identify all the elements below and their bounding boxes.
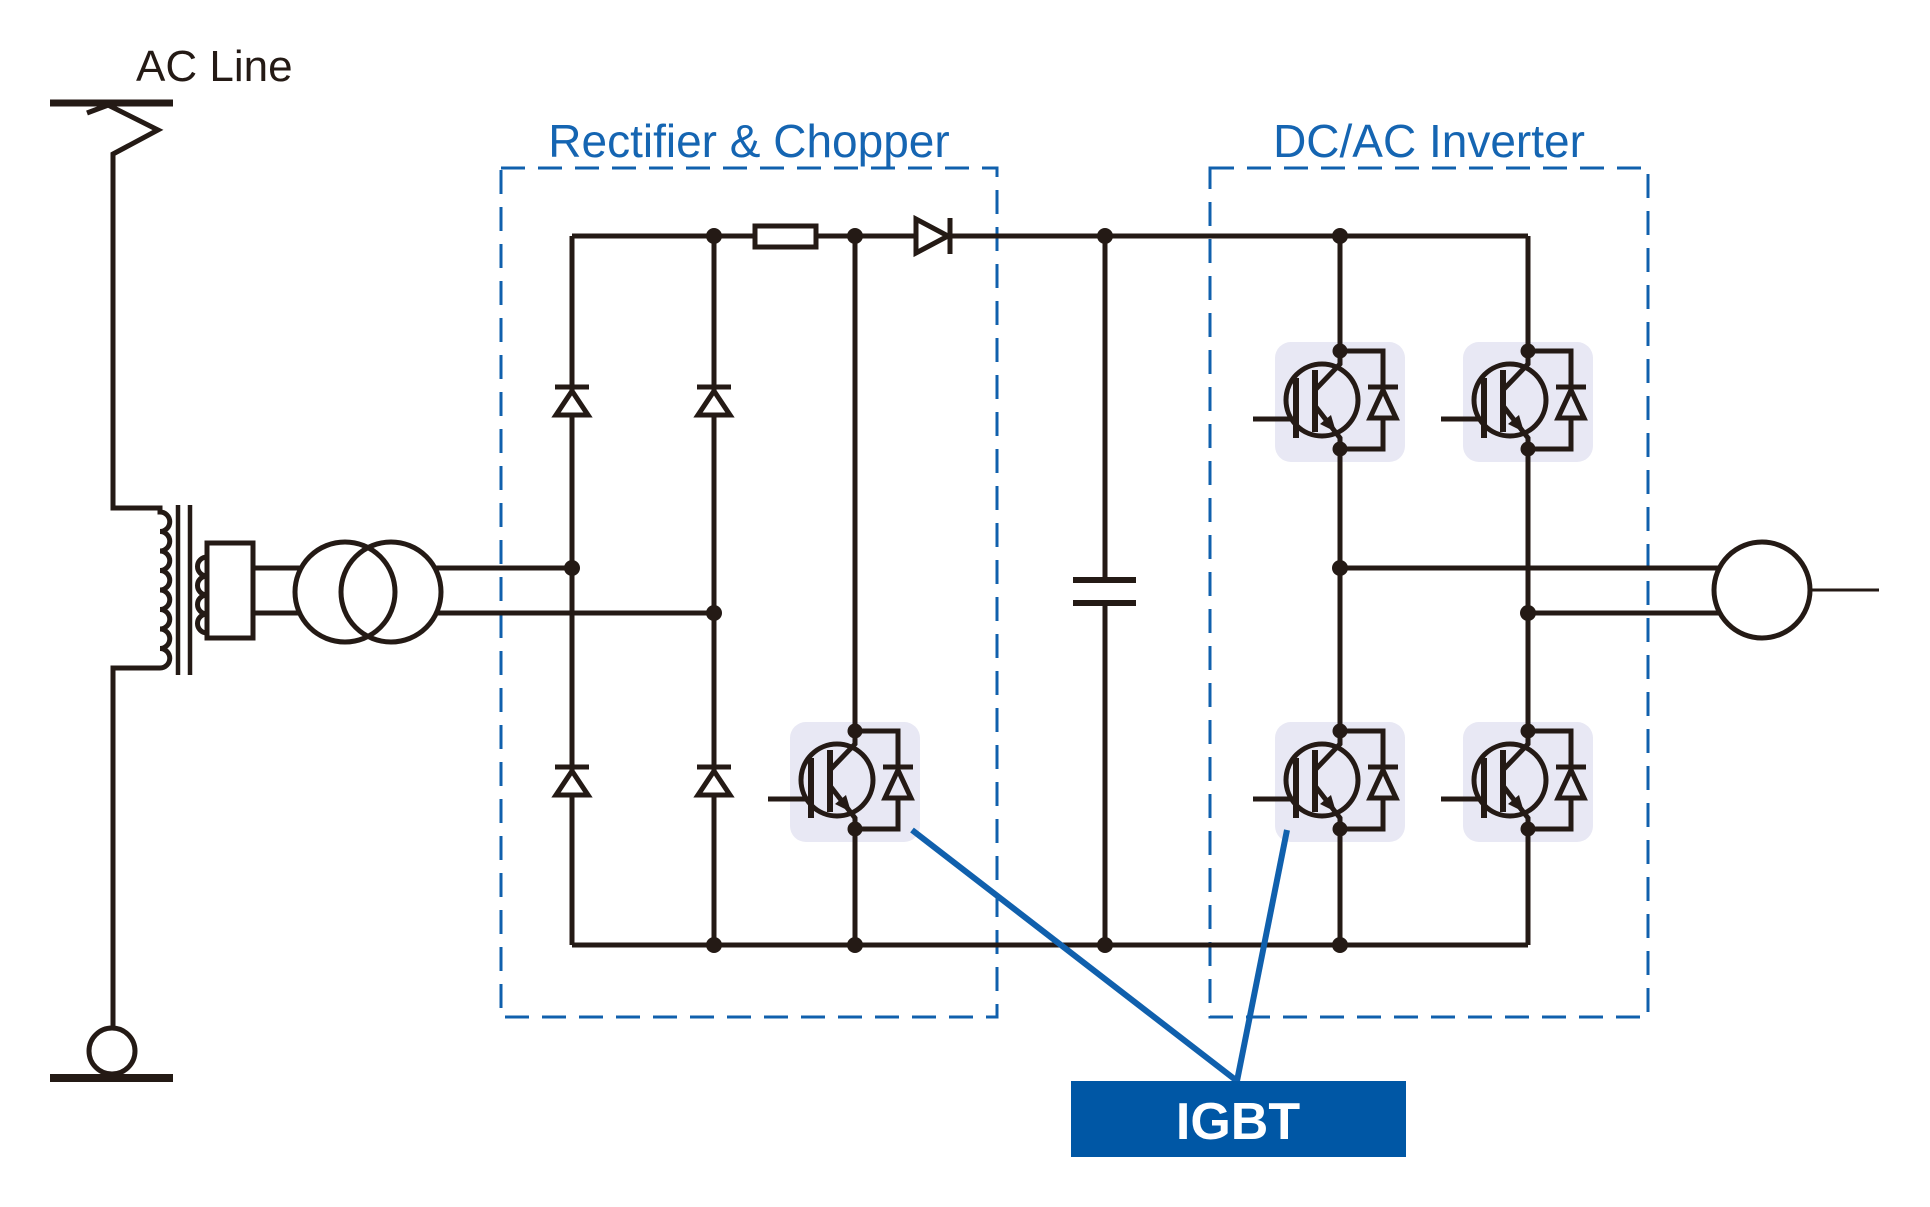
secondary-terminal-block <box>204 540 256 641</box>
leader-line-inverter-igbt <box>1234 829 1290 1082</box>
pantograph-and-primary-winding <box>106 102 173 1028</box>
igbt-module-inverter-lower-right <box>1441 722 1593 842</box>
rectifier-diode-upper-left <box>551 384 593 418</box>
igbt-callout: IGBT <box>1071 1081 1406 1157</box>
components <box>86 214 1813 1077</box>
block-boundaries <box>499 166 1650 1019</box>
motor-icon <box>1711 539 1813 641</box>
pantograph-arm-icon <box>86 101 112 116</box>
ac-source-circle-left <box>292 539 398 645</box>
igbt-module-chopper <box>768 722 920 842</box>
ac-line-label: AC Line <box>136 42 293 91</box>
transformer-core-icon <box>175 505 193 675</box>
capacitor-icon <box>1073 577 1136 606</box>
secondary-winding-icon <box>195 554 208 636</box>
rectifier-diode-upper-right <box>693 384 735 418</box>
igbt-callout-label: IGBT <box>1176 1093 1300 1151</box>
igbt-callout-leaders <box>910 827 1290 1084</box>
igbt-module-inverter-lower-left <box>1253 722 1405 842</box>
resistor-icon <box>752 223 819 250</box>
rectifier-diode-lower-left <box>551 764 593 798</box>
igbt-module-inverter-upper-right <box>1441 342 1593 462</box>
text-labels: AC Line Rectifier & Chopper DC/AC Invert… <box>136 42 1585 167</box>
wheel-icon <box>86 1025 138 1077</box>
igbt-module-inverter-upper-left <box>1253 342 1405 462</box>
leader-line-chopper-igbt <box>910 827 1239 1084</box>
bus-diode-icon <box>913 214 954 258</box>
inverter-title: DC/AC Inverter <box>1273 115 1585 167</box>
junction-dots <box>564 228 1536 953</box>
ac-source-circle-fill-right <box>341 542 441 642</box>
ac-source-circle-right <box>338 539 444 645</box>
igbt-callout-box <box>1071 1081 1406 1157</box>
inverter-box <box>1208 166 1650 1019</box>
rectifier-chopper-box <box>499 166 999 1019</box>
rectifier-chopper-title: Rectifier & Chopper <box>548 115 949 167</box>
ac-source-icon <box>292 539 444 645</box>
rectifier-diode-lower-right <box>693 764 735 798</box>
